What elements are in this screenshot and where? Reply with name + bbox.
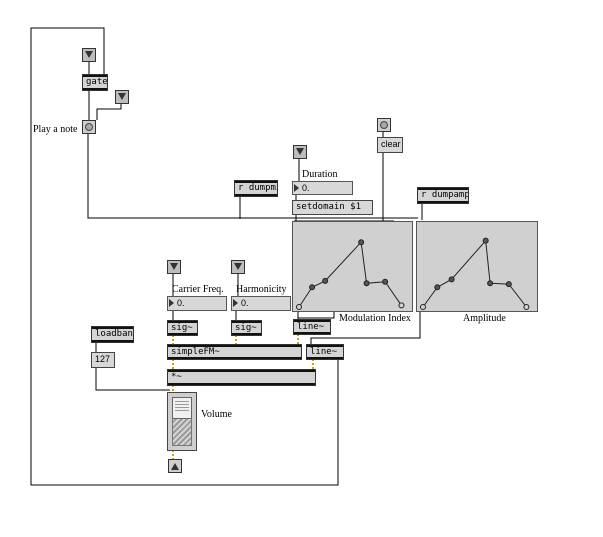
- carrier-number-value: 0.: [177, 298, 185, 308]
- multiply-label: *~: [171, 372, 182, 382]
- envelope-line: [422, 239, 527, 308]
- envelope-breakpoint[interactable]: [363, 280, 370, 287]
- r-dumpamp-object[interactable]: r dumpamp: [417, 187, 469, 204]
- r-dumpmi-object[interactable]: r dumpmi: [234, 180, 278, 197]
- clear-bang[interactable]: [377, 118, 391, 132]
- envelope-breakpoint[interactable]: [482, 237, 489, 244]
- gate-object-label: gate: [86, 77, 108, 87]
- setdomain-message[interactable]: setdomain $1: [292, 200, 373, 215]
- r-dumpmi-label: r dumpmi: [238, 183, 278, 193]
- clear-message[interactable]: clear: [377, 137, 403, 153]
- line-mi-label: line~: [297, 322, 325, 332]
- volume-slider-knob[interactable]: [172, 397, 192, 419]
- envelope-breakpoint[interactable]: [382, 278, 389, 285]
- number-arrow-icon: [233, 299, 238, 307]
- duration-label: Duration: [302, 169, 338, 180]
- play-note-bang[interactable]: [82, 120, 96, 134]
- loadbang-object[interactable]: loadbang: [91, 326, 134, 343]
- value-127-message[interactable]: 127: [91, 352, 115, 368]
- simplefm-label: simpleFM~: [171, 347, 220, 357]
- volume-slider[interactable]: [167, 392, 197, 451]
- dac-output[interactable]: [168, 459, 182, 473]
- amplitude-label: Amplitude: [463, 313, 506, 324]
- modulation-index-label: Modulation Index: [339, 313, 411, 324]
- duration-toggle[interactable]: [293, 145, 307, 159]
- envelope-breakpoint[interactable]: [434, 284, 441, 291]
- envelope-breakpoint[interactable]: [448, 276, 455, 283]
- line-amp-object[interactable]: line~: [306, 344, 344, 360]
- harmonicity-toggle[interactable]: [231, 260, 245, 274]
- sig-carrier-label: sig~: [171, 323, 193, 333]
- line-mi-object[interactable]: line~: [293, 319, 331, 335]
- sig-carrier-object[interactable]: sig~: [167, 320, 198, 336]
- volume-label: Volume: [201, 409, 232, 420]
- multiply-object[interactable]: *~: [167, 369, 316, 386]
- gate-toggle[interactable]: [82, 48, 96, 62]
- harmonicity-number[interactable]: 0.: [231, 296, 291, 311]
- amplitude-envelope[interactable]: [416, 221, 538, 312]
- envelope-breakpoint[interactable]: [487, 280, 494, 287]
- carrier-number[interactable]: 0.: [167, 296, 227, 311]
- envelope-breakpoint[interactable]: [296, 304, 302, 310]
- sig-harmonicity-object[interactable]: sig~: [231, 320, 262, 336]
- modulation-index-envelope[interactable]: [292, 221, 413, 312]
- duration-number-value: 0.: [302, 183, 310, 193]
- envelope-breakpoint[interactable]: [358, 239, 365, 246]
- gate-select-toggle[interactable]: [115, 90, 129, 104]
- envelope-breakpoint[interactable]: [505, 281, 512, 288]
- harmonicity-number-value: 0.: [241, 298, 249, 308]
- number-arrow-icon: [169, 299, 174, 307]
- envelope-breakpoint[interactable]: [523, 304, 530, 310]
- duration-number[interactable]: 0.: [292, 181, 353, 195]
- modulation-index-curve: [296, 239, 405, 310]
- r-dumpamp-label: r dumpamp: [421, 190, 469, 200]
- line-amp-label: line~: [310, 347, 338, 357]
- loadbang-label: loadbang: [95, 329, 133, 339]
- carrier-toggle[interactable]: [167, 260, 181, 274]
- number-arrow-icon: [294, 184, 299, 192]
- envelope-line: [298, 241, 402, 308]
- envelope-breakpoint[interactable]: [420, 304, 426, 310]
- gate-object[interactable]: gate: [82, 74, 108, 91]
- envelope-breakpoint[interactable]: [398, 302, 405, 309]
- envelope-breakpoint[interactable]: [322, 277, 329, 284]
- amplitude-curve: [420, 237, 530, 310]
- sig-harmonicity-label: sig~: [235, 323, 257, 333]
- envelope-breakpoint[interactable]: [309, 284, 316, 291]
- carrier-freq-label: Carrier Freq.: [172, 284, 224, 295]
- play-note-label: Play a note: [33, 124, 78, 135]
- simplefm-object[interactable]: simpleFM~: [167, 344, 302, 360]
- harmonicity-label: Harmonicity: [236, 284, 287, 295]
